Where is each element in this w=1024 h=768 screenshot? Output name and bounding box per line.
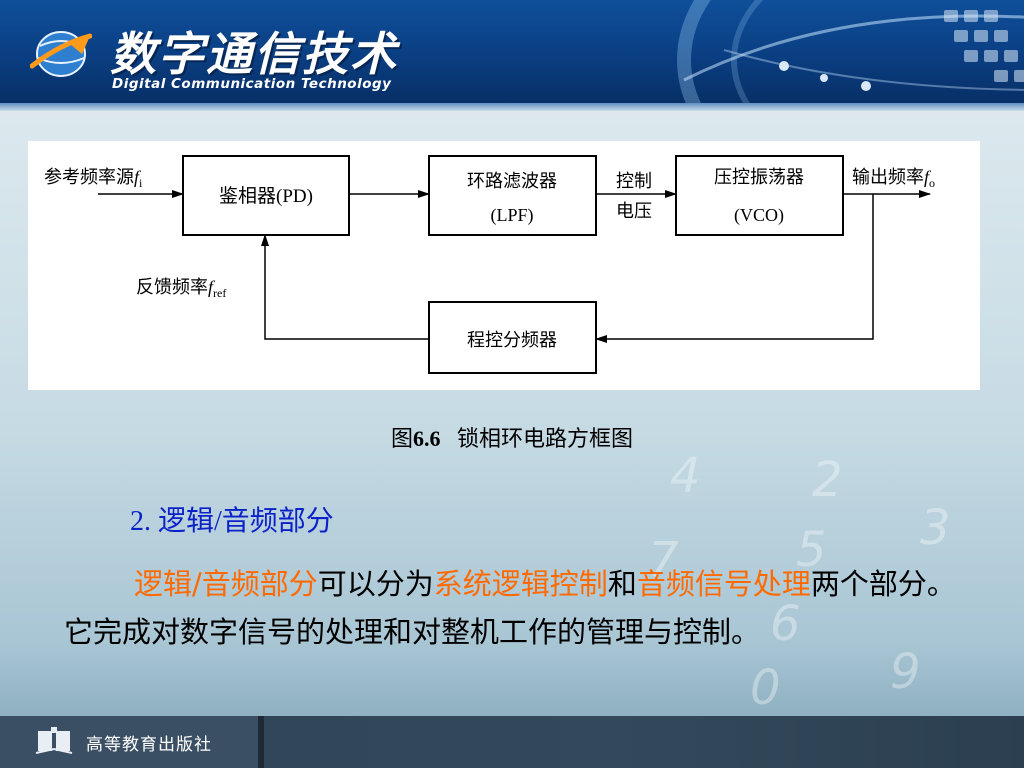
decor-number: 4 [670,448,701,504]
control-voltage-label-2: 电压 [616,201,652,221]
para-text: 两个部分。它完成对数字信号的处理和对整机工作的管理与控制。 [64,567,956,649]
caption-text: 锁相环电路方框图 [457,426,634,451]
figure-caption: 图6.6 锁相环电路方框图 [0,421,1024,453]
decor-number: 7 [648,532,679,588]
feedback-label: 反馈频率fref [136,277,226,300]
output-label: 输出频率fo [852,167,935,190]
decor-number: 6 [770,596,801,652]
highlight-audio-signal: 音频信号处理 [636,567,811,601]
decor-number: 0 [750,660,781,716]
lpf-label-line1: 环路滤波器 [467,171,557,191]
divider-block [428,301,597,374]
vco-block [675,155,844,236]
caption-prefix: 图 [390,426,413,451]
section-heading: 2. 逻辑/音频部分 [130,506,334,537]
highlight-logic-audio: 逻辑/音频部分 [134,567,318,601]
book-logo-icon [35,727,73,754]
pd-block [182,155,350,236]
pll-diagram-svg: 参考频率源fi 鉴相器(PD) 环路滤波器 (LPF) 控制 电压 压控振荡器 … [44,155,935,374]
decor-number: 9 [890,644,921,700]
highlight-system-logic: 系统逻辑控制 [433,567,608,601]
source-label: 参考频率源fi [44,167,143,190]
para-text: 和 [607,567,637,601]
body-paragraph: 逻辑/音频部分可以分为系统逻辑控制和音频信号处理两个部分。它完成对数字信号的处理… [64,560,964,656]
caption-number: 6.6 [413,426,441,451]
decor-number: 5 [796,522,827,578]
header-stripe [0,103,1024,111]
divider-label: 程控分频器 [467,330,557,350]
vco-label-line1: 压控振荡器 [714,167,804,187]
footer-divider [258,716,264,768]
decor-number: 3 [920,500,951,556]
globe-logo-icon [30,31,92,77]
footer-bar: 高等教育出版社 [0,716,1024,768]
header-banner: 数字通信技术 Digital Communication Technology [0,0,1024,103]
control-voltage-label-1: 控制 [616,171,652,191]
header-decoration [677,0,1024,103]
vco-to-divider-line [595,194,874,343]
divider-to-pd-line [261,234,429,340]
pll-block-diagram: 参考频率源fi 鉴相器(PD) 环路滤波器 (LPF) 控制 电压 压控振荡器 … [28,141,980,390]
brand-subtitle: Digital Communication Technology [112,76,392,92]
lpf-label-line2: (LPF) [490,205,533,226]
para-text: 可以分为 [317,567,434,601]
vco-label-line2: (VCO) [734,205,784,226]
brand-title: 数字通信技术 [110,27,398,81]
publisher-name: 高等教育出版社 [86,735,212,754]
pd-label: 鉴相器(PD) [219,185,313,207]
decor-number: 2 [812,452,843,508]
